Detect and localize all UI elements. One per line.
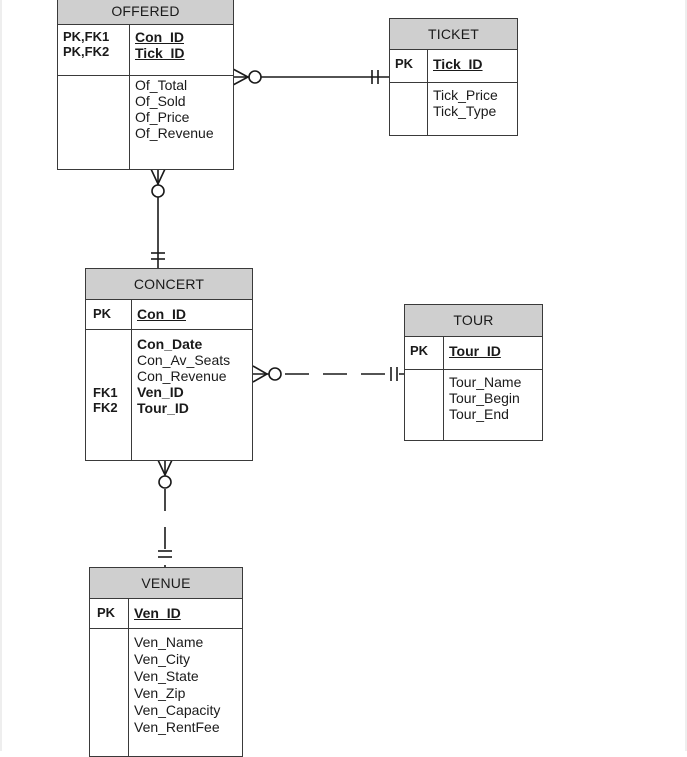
rel-concert-tour bbox=[252, 365, 404, 383]
key-labels bbox=[405, 370, 444, 440]
attributes: Con_Date Con_Av_Seats Con_Revenue Ven_ID… bbox=[132, 330, 230, 460]
key-attribute: Con_ID bbox=[135, 29, 184, 45]
attribute: Tour_Name bbox=[449, 374, 522, 390]
key-label: PK,FK1 bbox=[63, 29, 110, 44]
crowfoot-offered-ticket bbox=[232, 68, 250, 86]
attribute: Con_Av_Seats bbox=[137, 352, 231, 368]
key-labels bbox=[58, 76, 130, 169]
attribute: Tick_Price bbox=[433, 87, 498, 103]
key-attribute: Tick_ID bbox=[135, 45, 185, 61]
fk-label: FK2 bbox=[93, 400, 118, 415]
attribute: Tour_End bbox=[449, 406, 509, 422]
attribute: Of_Price bbox=[135, 109, 190, 125]
key-attributes: Con_ID Tick_ID bbox=[130, 25, 185, 75]
key-labels: PK,FK1 PK,FK2 bbox=[58, 25, 130, 75]
entity-venue[interactable]: VENUE PK Ven_ID Ven_Name Ven_City Ven_St… bbox=[89, 567, 243, 757]
key-attribute: Tour_ID bbox=[449, 343, 501, 359]
rel-offered-ticket bbox=[232, 68, 389, 86]
key-attributes: Tick_ID bbox=[428, 50, 483, 82]
attribute: Of_Total bbox=[135, 77, 188, 93]
key-labels bbox=[390, 83, 428, 135]
attribute: Con_Revenue bbox=[137, 368, 227, 384]
zero-circle-concert-tour bbox=[268, 367, 282, 381]
key-attributes: Con_ID bbox=[132, 300, 186, 329]
rel-offered-concert bbox=[150, 168, 166, 268]
entity-title: TOUR bbox=[405, 305, 542, 337]
attributes: Of_Total Of_Sold Of_Price Of_Revenue bbox=[130, 76, 214, 169]
attribute: Tick_Type bbox=[433, 103, 497, 119]
attribute-row: Tour_Name Tour_Begin Tour_End bbox=[405, 370, 542, 440]
attribute-row: Ven_Name Ven_City Ven_State Ven_Zip Ven_… bbox=[90, 629, 242, 756]
attributes: Ven_Name Ven_City Ven_State Ven_Zip Ven_… bbox=[129, 629, 220, 756]
key-attribute: Con_ID bbox=[137, 306, 186, 322]
key-row: PK Tick_ID bbox=[390, 50, 517, 83]
entity-title: CONCERT bbox=[86, 269, 252, 300]
attribute: Ven_Capacity bbox=[134, 702, 221, 718]
fk-label: FK1 bbox=[93, 385, 118, 400]
entity-concert[interactable]: CONCERT PK Con_ID FK1 FK2 Con_Date Con_A… bbox=[85, 268, 253, 461]
key-label: PK bbox=[93, 306, 112, 321]
attribute: Con_Date bbox=[137, 336, 203, 352]
key-labels: FK1 FK2 bbox=[86, 330, 132, 460]
key-row: PK Con_ID bbox=[86, 300, 252, 330]
key-row: PK Ven_ID bbox=[90, 599, 242, 629]
attributes: Tour_Name Tour_Begin Tour_End bbox=[444, 370, 521, 440]
key-labels: PK bbox=[390, 50, 428, 82]
entity-title: VENUE bbox=[90, 568, 242, 599]
entity-title: TICKET bbox=[390, 19, 517, 50]
left-edge-shade bbox=[0, 0, 2, 751]
key-row: PK,FK1 PK,FK2 Con_ID Tick_ID bbox=[58, 25, 233, 76]
entity-offered[interactable]: OFFERED PK,FK1 PK,FK2 Con_ID Tick_ID Of_… bbox=[57, 0, 234, 170]
key-labels: PK bbox=[405, 337, 444, 369]
zero-circle-offered-concert bbox=[151, 184, 165, 198]
entity-ticket[interactable]: TICKET PK Tick_ID Tick_Price Tick_Type bbox=[389, 18, 518, 136]
attribute-row: FK1 FK2 Con_Date Con_Av_Seats Con_Revenu… bbox=[86, 330, 252, 460]
entity-tour[interactable]: TOUR PK Tour_ID Tour_Name Tour_Begin Tou… bbox=[404, 304, 543, 441]
key-attribute: Ven_ID bbox=[134, 605, 181, 621]
attribute: Ven_Name bbox=[134, 634, 204, 650]
attribute: Ven_State bbox=[134, 668, 199, 684]
attribute: Ven_Zip bbox=[134, 685, 186, 701]
attribute: Ven_RentFee bbox=[134, 719, 220, 735]
crowfoot-offered-concert bbox=[150, 168, 166, 186]
attributes: Tick_Price Tick_Type bbox=[428, 83, 498, 135]
zero-circle-concert-venue bbox=[158, 475, 172, 489]
zero-circle-offered-ticket bbox=[248, 70, 262, 84]
right-edge-shade bbox=[685, 0, 687, 751]
key-attributes: Tour_ID bbox=[444, 337, 501, 369]
attribute: Ven_ID bbox=[137, 384, 184, 400]
attribute-row: Of_Total Of_Sold Of_Price Of_Revenue bbox=[58, 76, 233, 169]
rel-concert-venue bbox=[157, 459, 173, 567]
key-attributes: Ven_ID bbox=[129, 599, 181, 628]
key-labels: PK bbox=[90, 599, 129, 628]
key-attribute: Tick_ID bbox=[433, 56, 483, 72]
key-label: PK,FK2 bbox=[63, 44, 110, 59]
attribute: Ven_City bbox=[134, 651, 191, 667]
key-labels: PK bbox=[86, 300, 132, 329]
attribute-row: Tick_Price Tick_Type bbox=[390, 83, 517, 135]
key-label: PK bbox=[97, 605, 116, 620]
attribute: Tour_Begin bbox=[449, 390, 520, 406]
key-labels bbox=[90, 629, 129, 756]
attribute: Of_Sold bbox=[135, 93, 186, 109]
entity-title: OFFERED bbox=[58, 0, 233, 25]
key-label: PK bbox=[410, 343, 429, 358]
key-row: PK Tour_ID bbox=[405, 337, 542, 370]
attribute: Tour_ID bbox=[137, 400, 189, 416]
attribute: Of_Revenue bbox=[135, 125, 214, 141]
crowfoot-concert-venue bbox=[157, 459, 173, 477]
key-label: PK bbox=[395, 56, 414, 71]
crowfoot-concert-tour bbox=[252, 365, 269, 383]
